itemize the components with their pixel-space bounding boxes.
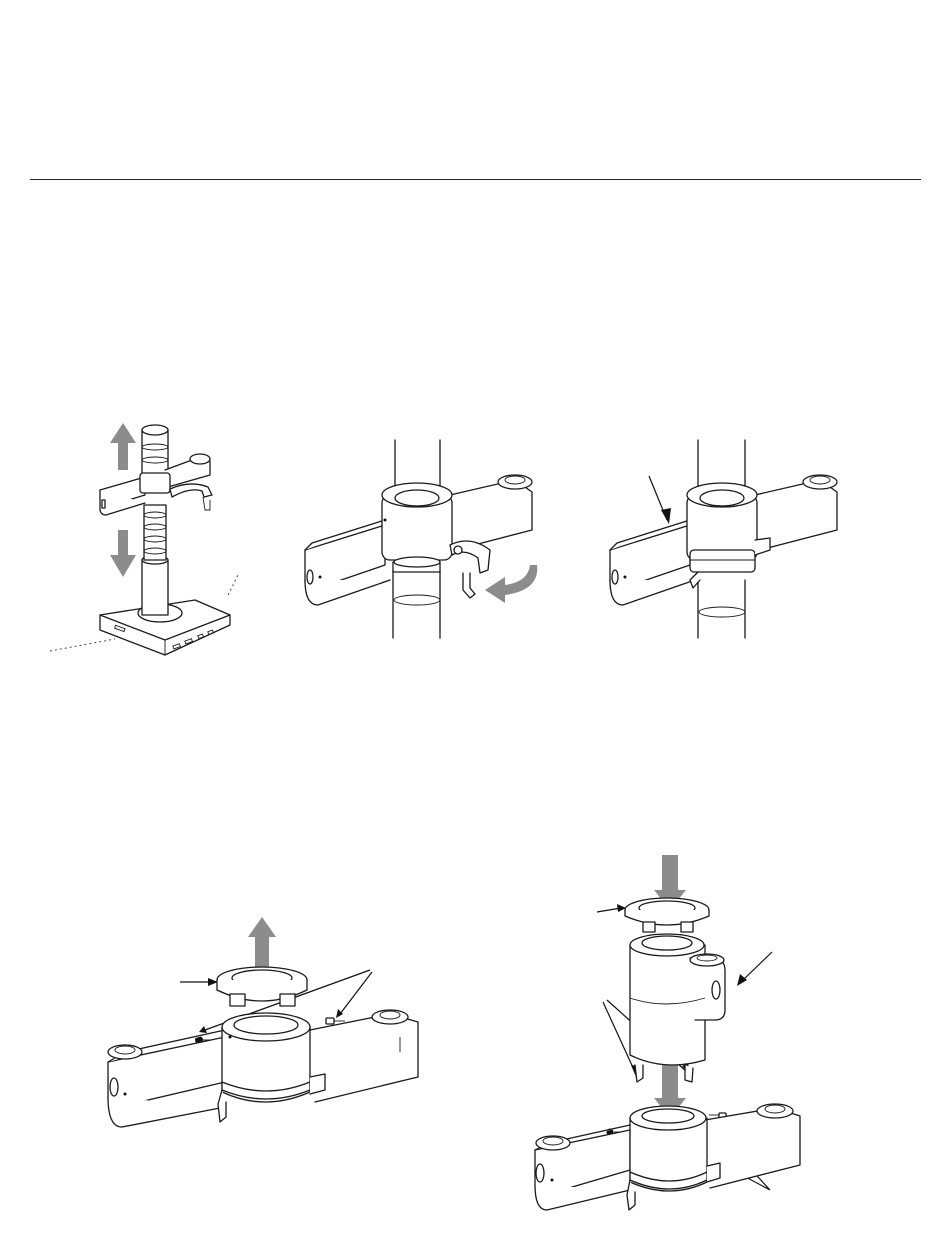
callout-line-cap [597, 908, 621, 912]
arm-hub-collar-icon [382, 483, 452, 572]
section-divider [30, 179, 921, 180]
arm-hub-detached-icon [630, 934, 725, 1082]
curved-arrow-icon [485, 565, 537, 603]
figure-arm-clamp-release [300, 440, 550, 638]
arm-base-hub-icon [627, 1106, 720, 1210]
figure-stand-height-adjust [40, 415, 250, 660]
figure-collar-cap-removal [100, 912, 430, 1130]
figure-arm-collar-installed [605, 440, 850, 638]
open-clamp-icon [450, 541, 490, 598]
arrow-up-icon [110, 423, 136, 470]
telescoping-pole-icon [142, 425, 168, 615]
arm-hub-icon [218, 1013, 325, 1122]
arrow-down-icon [110, 530, 136, 577]
collar-cap-icon [625, 898, 709, 932]
callout-line-hub [743, 952, 772, 980]
collar-cap-icon [217, 967, 307, 1006]
figure-collar-cap-install [525, 850, 815, 1212]
